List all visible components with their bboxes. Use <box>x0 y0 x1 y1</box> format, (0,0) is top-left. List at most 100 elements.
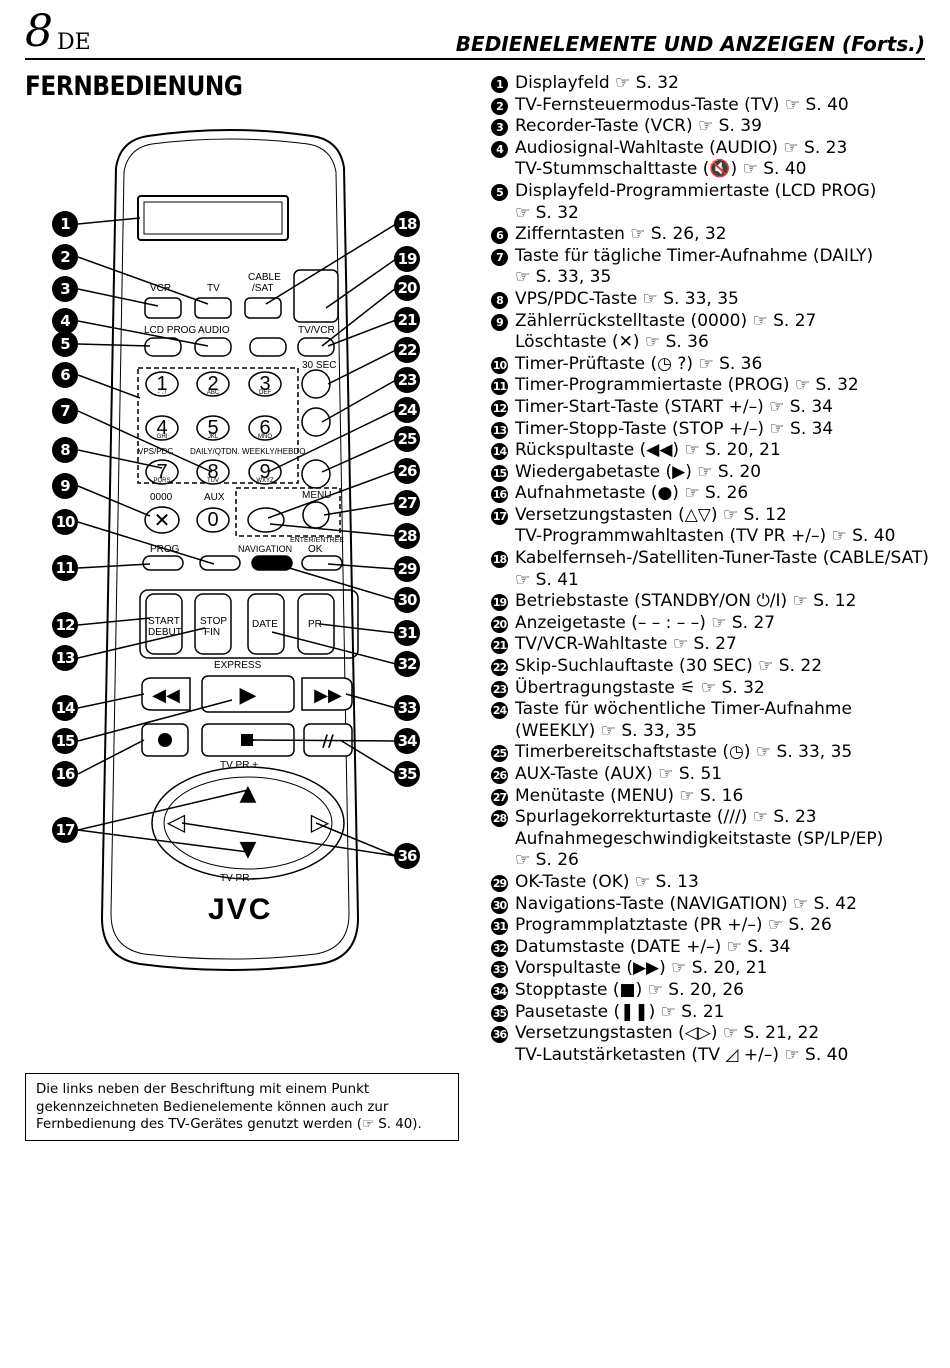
item-text: Timer-Start-Taste (START +/–) ☞ S. 34 <box>515 396 833 417</box>
digit-9: 9 <box>259 461 271 483</box>
note-line: gekennzeichneten Bedienelemente können a… <box>36 1099 389 1115</box>
item-number-badge: 30 <box>491 896 508 914</box>
item-text: Spurlagekorrekturtaste (///) ☞ S. 23 <box>515 807 817 828</box>
svg-text:◁: ◁ <box>167 808 186 836</box>
item-text: Aufnahmegeschwindigkeitstaste (SP/LP/EP) <box>515 828 884 849</box>
item-text: Taste für wöchentliche Timer-Aufnahme <box>515 699 852 720</box>
svg-text:▲: ▲ <box>240 781 257 806</box>
svg-text:▶▶: ▶▶ <box>314 685 342 706</box>
digit-1-sub: - . / <box>157 390 167 396</box>
note-line: Fernbedienung des TV-Gerätes genutzt wer… <box>36 1117 422 1132</box>
callout-20: 20 <box>394 275 420 301</box>
list-item: 13 Timer-Stopp-Taste (STOP +/–) ☞ S. 34 <box>491 419 936 441</box>
callout-31: 31 <box>394 620 420 646</box>
callout-10: 10 <box>52 509 78 535</box>
callout-19: 19 <box>394 246 420 272</box>
item-number-badge: 36 <box>491 1026 508 1044</box>
item-text: TV-Programmwahltasten (TV PR +/–) ☞ S. 4… <box>515 526 896 547</box>
callout-13: 13 <box>52 645 78 671</box>
item-number-badge: 9 <box>491 313 508 331</box>
digit-7: 7 <box>156 461 168 483</box>
digit-2: 2 <box>207 373 219 395</box>
item-text: Zählerrückstelltaste (0000) ☞ S. 27 <box>515 310 817 331</box>
item-number-badge: 17 <box>491 507 508 525</box>
item-number-badge: 8 <box>491 291 508 309</box>
item-text: Anzeigetaste (– – : – –) ☞ S. 27 <box>515 612 776 633</box>
item-number-badge: 33 <box>491 961 508 979</box>
callout-21: 21 <box>394 307 420 333</box>
item-number-badge: 25 <box>491 745 508 763</box>
item-number-badge: 5 <box>491 183 508 201</box>
callout-7: 7 <box>52 398 78 424</box>
item-number-badge: 13 <box>491 421 508 439</box>
digit-4: 4 <box>156 417 168 439</box>
tv-label: TV <box>207 283 220 294</box>
callout-9: 9 <box>52 473 78 499</box>
item-text: Recorder-Taste (VCR) ☞ S. 39 <box>515 116 762 137</box>
navigation-label: NAVIGATION <box>238 544 293 554</box>
item-text: (WEEKLY) ☞ S. 33, 35 <box>515 720 698 741</box>
tvvcr-label: TV/VCR <box>298 325 335 336</box>
callout-28: 28 <box>394 523 420 549</box>
item-text: Pausetaste (❚❚) ☞ S. 21 <box>515 1001 725 1022</box>
item-number-badge: 34 <box>491 982 508 1000</box>
item-text: Programmplatztaste (PR +/–) ☞ S. 26 <box>515 915 832 936</box>
item-text: Wiedergabetaste (▶) ☞ S. 20 <box>515 461 762 482</box>
item-text: Stopptaste (■) ☞ S. 20, 26 <box>515 979 744 1000</box>
digit-6-sub: MNO <box>258 434 272 440</box>
item-number-badge: 27 <box>491 788 508 806</box>
callout-4: 4 <box>52 308 78 334</box>
item-text: Displayfeld-Programmiertaste (LCD PROG) <box>515 180 877 201</box>
callout-5: 5 <box>52 331 78 357</box>
svg-text:◀◀: ◀◀ <box>152 685 180 706</box>
vcr-label: VCR <box>150 283 172 294</box>
svg-text:✕: ✕ <box>154 510 171 532</box>
digit-1: 1 <box>156 373 168 395</box>
callout-16: 16 <box>52 761 78 787</box>
0000-label: 0000 <box>150 492 173 503</box>
item-number-badge: 29 <box>491 874 508 892</box>
digit-0: 0 <box>207 509 219 531</box>
list-item: 18 Kabelfernseh-/Satelliten-Tuner-Taste (… <box>491 548 936 591</box>
item-number-badge: 18 <box>491 551 508 569</box>
callout-35: 35 <box>394 761 420 787</box>
digit-3-sub: DEF <box>259 390 271 396</box>
item-number-badge: 22 <box>491 659 508 677</box>
item-text: Kabelfernseh-/Satelliten-Tuner-Taste (CA… <box>515 548 929 569</box>
item-number-badge: 23 <box>491 680 508 698</box>
lcd-prog-label: LCD PROG <box>144 325 197 336</box>
callout-6: 6 <box>52 362 78 388</box>
item-number-badge: 35 <box>491 1004 508 1022</box>
callout-23: 23 <box>394 367 420 393</box>
item-text: Skip-Suchlauftaste (30 SEC) ☞ S. 22 <box>515 656 823 677</box>
item-text: Zifferntasten ☞ S. 26, 32 <box>515 224 727 245</box>
menu-label: MENU <box>302 490 332 501</box>
item-number-badge: 6 <box>491 227 508 245</box>
weekly-label: WEEKLY/HEBDO <box>242 447 306 456</box>
item-text: VPS/PDC-Taste ☞ S. 33, 35 <box>515 288 739 309</box>
audio-label: AUDIO <box>198 325 230 336</box>
jvc-logo: JVC <box>208 893 273 926</box>
callout-30: 30 <box>394 587 420 613</box>
callout-25: 25 <box>394 426 420 452</box>
item-text: Timer-Stopp-Taste (STOP +/–) ☞ S. 34 <box>515 418 834 439</box>
stop-label: STOP <box>200 616 228 627</box>
30sec-label: 30 SEC <box>302 360 337 371</box>
callout-24: 24 <box>394 397 420 423</box>
item-number-badge: 20 <box>491 615 508 633</box>
section-title: BEDIENELEMENTE UND ANZEIGEN (Forts.) <box>455 32 925 56</box>
item-text: TV-Lautstärketasten (TV ◿ +/–) ☞ S. 40 <box>515 1044 849 1065</box>
list-item: 20 Anzeigetaste (– – : – –) ☞ S. 27 <box>491 613 936 635</box>
start-label: START <box>148 616 180 627</box>
